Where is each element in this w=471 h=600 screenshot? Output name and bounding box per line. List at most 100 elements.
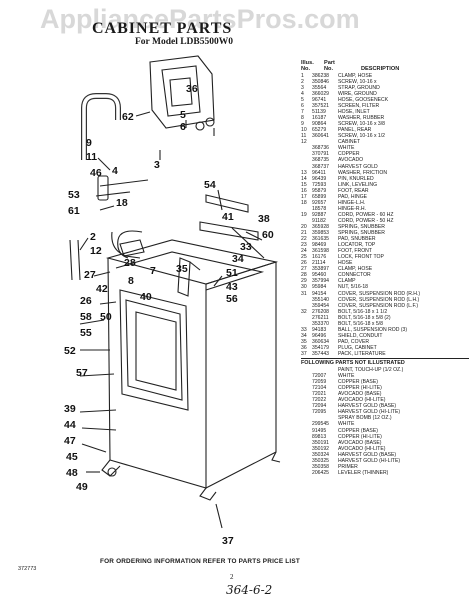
part-number: 350324 [312, 451, 329, 458]
callout-55: 55 [80, 327, 92, 339]
description: AVOCADO (HI-LITE) [338, 397, 386, 404]
description: AVOCADO (BASE) [338, 439, 382, 446]
description: BOLT, 5/16-18 x 5/8 (2) [338, 314, 391, 321]
part-number: 65279 [312, 127, 327, 134]
description: SCREW, 10-16 x 3/8 [338, 121, 385, 128]
part-number: 350358 [312, 463, 329, 470]
part-number: 370791 [312, 151, 329, 158]
part-number: 16176 [312, 254, 327, 261]
callout-34: 34 [232, 253, 244, 265]
part-number: 18578 [312, 205, 327, 212]
description: LEVELER (THINNER) [338, 469, 389, 476]
description: CABINET [338, 139, 361, 146]
part-number: 94154 [312, 290, 327, 297]
description: SPRING, SNUBBER [338, 223, 385, 230]
part-number: 72007 [312, 373, 327, 380]
part-number: 95460 [312, 272, 327, 279]
part-number: 353370 [312, 320, 329, 327]
part-number: 359853 [312, 230, 329, 237]
callout-40: 40 [140, 291, 152, 303]
description: STRAP, GROUND [338, 84, 380, 91]
callout-2: 2 [90, 231, 96, 243]
description: HOSE, GOOSENECK [338, 97, 389, 103]
page-number: 2 [230, 573, 234, 581]
callout-37: 37 [222, 535, 234, 547]
part-number: 91495 [312, 427, 327, 434]
description: COPPER [338, 151, 360, 158]
description: HOSE, INLET [338, 109, 370, 116]
callout-27: 27 [84, 269, 96, 281]
description: PLUG, CABINET [338, 344, 377, 351]
not-illustrated-heading: FOLLOWING PARTS NOT ILLUSTRATED [301, 358, 469, 366]
part-number: 91182 [312, 217, 326, 224]
description: PAD, COVER [338, 338, 370, 345]
part-number: 357994 [312, 278, 329, 285]
description: COPPER (BASE) [338, 427, 378, 434]
description: COPPER (HI-LITE) [338, 385, 382, 392]
part-number: 72022 [312, 397, 327, 404]
callout-54: 54 [204, 179, 216, 191]
illus-no: 28 [301, 272, 307, 279]
part-number: 350192 [312, 445, 329, 452]
part-number: 89813 [312, 433, 327, 440]
illus-no: 1 [301, 72, 304, 79]
callout-18: 18 [116, 197, 128, 209]
callout-58: 58 [80, 311, 92, 323]
part-number: 276208 [312, 308, 329, 315]
part-number: 354179 [312, 344, 329, 351]
description: BOLT, 5/16-18 x 5/8 [338, 320, 383, 327]
illus-no: 33 [301, 326, 307, 333]
part-number: 353897 [312, 266, 329, 273]
illus-no: 6 [301, 103, 304, 110]
illus-no: 34 [301, 332, 307, 339]
description: NUT, 5/16-18 [338, 284, 369, 291]
illus-no: 27 [301, 266, 307, 273]
part-number: 357443 [312, 350, 329, 357]
part-number: 365928 [312, 223, 329, 230]
description: HARVEST GOLD [338, 163, 378, 170]
callout-45: 45 [66, 451, 78, 463]
part-number: 368735 [312, 157, 329, 164]
illus-no: 31 [301, 290, 307, 297]
illus-no: 10 [301, 127, 307, 134]
part-number: 276211 [312, 314, 329, 321]
illus-no: 18 [301, 199, 307, 206]
illus-no: 5 [301, 97, 304, 103]
callout-35: 35 [176, 263, 188, 275]
illus-no: 26 [301, 260, 307, 267]
callout-39: 39 [64, 403, 76, 415]
description: PAINT, TOUCH-UP (1/2 OZ.) [338, 367, 404, 374]
callout-46: 46 [90, 167, 102, 179]
description: AVOCADO (BASE) [338, 391, 382, 398]
illus-no: 4 [301, 90, 304, 97]
part-number: 21114 [312, 260, 326, 267]
part-number: 96496 [312, 332, 327, 339]
illus-no: 14 [301, 175, 307, 182]
part-number: 361598 [312, 248, 329, 255]
description: AVOCADO [338, 157, 364, 164]
description: WHITE [338, 145, 355, 152]
description: COVER, SUSPENSION ROD (L.F.) [338, 302, 419, 309]
part-number: 95984 [312, 284, 327, 291]
callout-5: 5 [180, 109, 186, 121]
page-subtitle: For Model LDB5500W0 [135, 37, 233, 47]
